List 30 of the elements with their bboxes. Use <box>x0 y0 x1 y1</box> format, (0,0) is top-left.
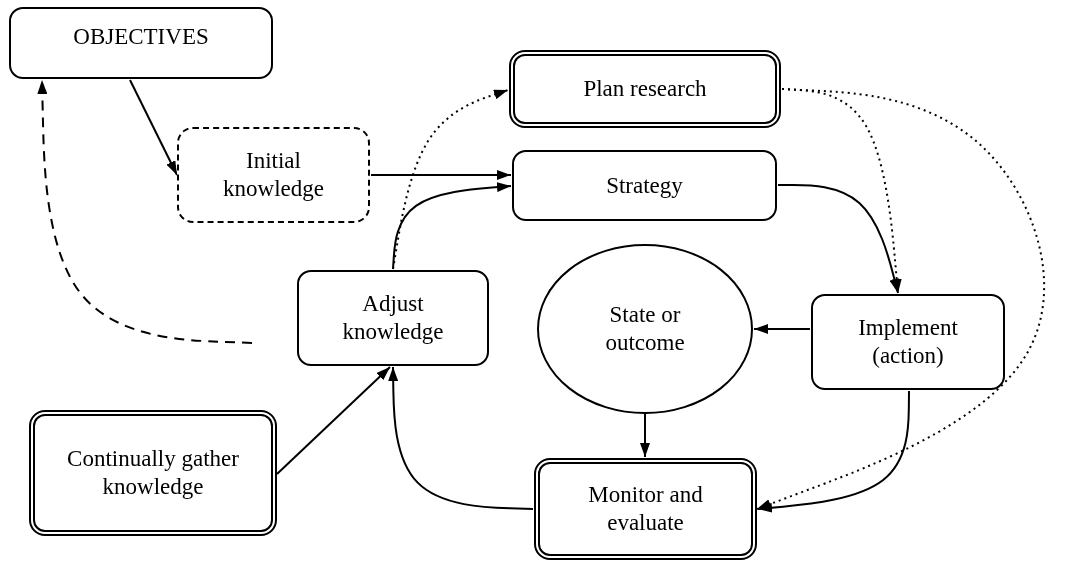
node-label: Strategy <box>605 171 684 200</box>
arrow <box>388 366 534 510</box>
node-label: Implement (action) <box>857 314 959 370</box>
node-label: OBJECTIVES <box>72 23 210 51</box>
dotted-arrow <box>756 88 1046 510</box>
arrow <box>370 170 512 180</box>
dashed-arrow <box>37 79 253 344</box>
arrow <box>276 366 391 475</box>
node-label: Adjust knowledge <box>341 290 445 346</box>
arrow <box>129 79 178 176</box>
process-box <box>512 150 777 221</box>
node-label: State or outcome <box>604 301 686 357</box>
process-box <box>534 458 757 560</box>
node-label: Initial knowledge <box>222 147 325 203</box>
arrow <box>640 413 650 458</box>
arrow <box>392 182 512 270</box>
arrow <box>777 184 900 294</box>
arrow <box>757 390 910 513</box>
process-box <box>297 270 489 366</box>
node-label: Plan research <box>582 75 708 103</box>
process-box <box>509 50 781 128</box>
state-ellipse <box>537 244 753 414</box>
process-box <box>177 127 370 223</box>
dotted-arrow <box>392 89 509 270</box>
process-box <box>811 294 1005 390</box>
arrow <box>753 324 811 334</box>
process-box <box>29 410 277 536</box>
process-box <box>9 7 273 79</box>
node-label: Monitor and evaluate <box>587 481 704 537</box>
node-label: Continually gather knowledge <box>66 445 240 501</box>
